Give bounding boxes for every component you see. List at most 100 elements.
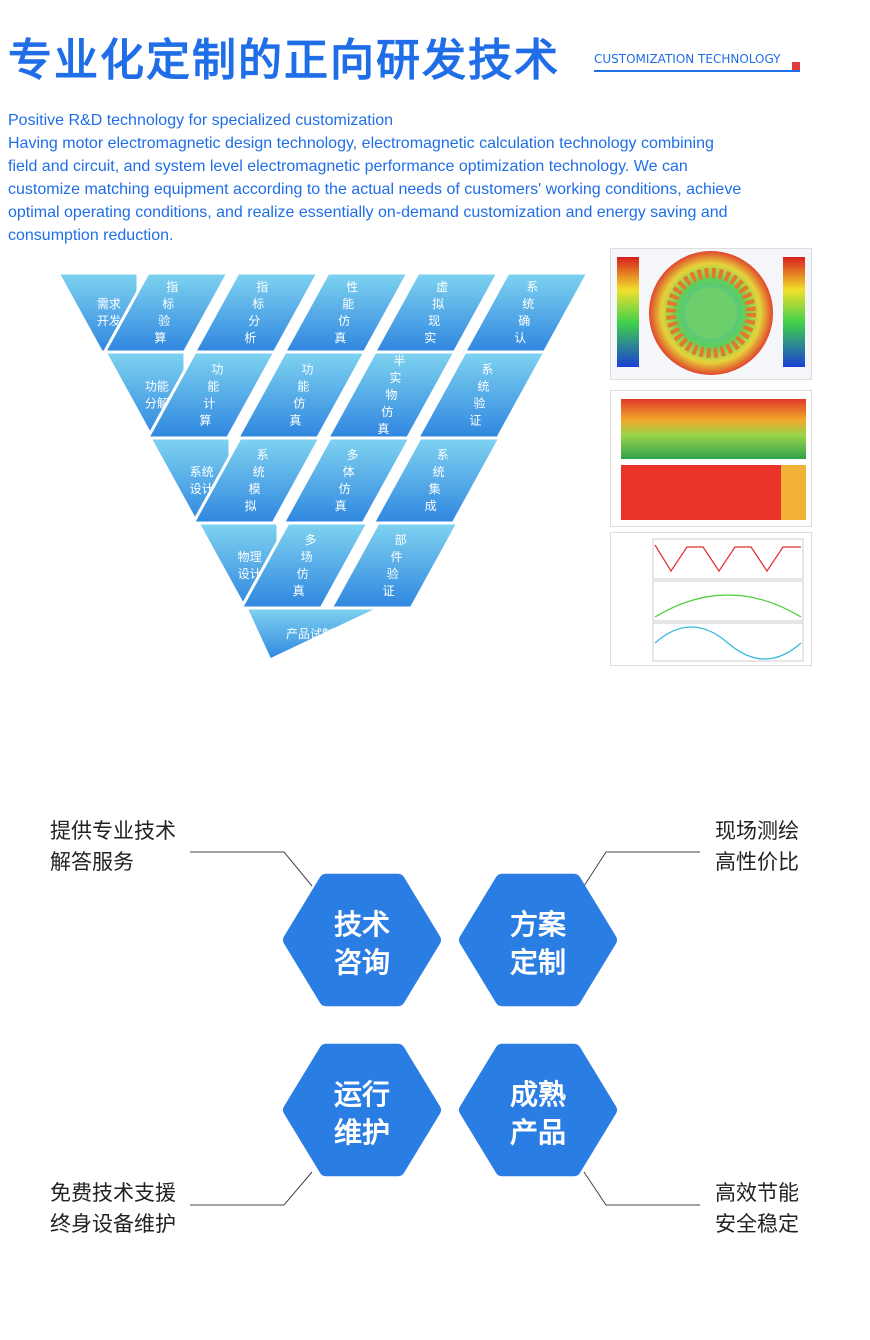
description-line: field and circuit, and system level elec… — [8, 158, 688, 175]
v-step-label: 算 — [199, 413, 211, 428]
v-step-label: 系 — [437, 448, 449, 462]
v-step-label: 仿 — [293, 397, 305, 411]
service-hexagon — [283, 873, 441, 1007]
v-step-label: 统 — [522, 297, 534, 311]
v-step-label: 真 — [289, 414, 301, 428]
service-label-mature-products: 高效节能 安全稳定 — [715, 1181, 799, 1236]
v-step-label: 物 — [385, 388, 397, 402]
connector-line — [190, 851, 313, 887]
v-step-label: 件 — [391, 550, 403, 564]
service-label-solution-custom: 现场测绘 高性价比 — [715, 819, 799, 874]
v-step-label: 功 — [301, 363, 313, 377]
v-step-label: 分解 — [145, 397, 169, 411]
waveform-plot-image — [610, 532, 812, 666]
v-step-label: 证 — [469, 414, 481, 428]
v-step-label: 验 — [473, 396, 485, 411]
v-step-label: 算 — [154, 330, 166, 345]
v-step-label: 设计 — [190, 482, 214, 496]
v-step-label: 标 — [252, 297, 264, 311]
v-step-label: 真 — [335, 499, 347, 513]
v-step-label: 系 — [481, 363, 493, 377]
v-step-label: 统 — [253, 465, 265, 479]
v-step-label: 拟 — [432, 297, 444, 311]
service-label-tech-consulting: 提供专业技术 解答服务 — [50, 819, 176, 874]
v-step-label: 集 — [429, 481, 441, 496]
v-step-label: 物理 — [238, 550, 262, 564]
v-step-label: 拟 — [245, 499, 257, 513]
v-step-label: 能 — [207, 380, 219, 394]
tag-underline — [594, 70, 800, 72]
service-label-maintenance: 免费技术支援 终身设备维护 — [50, 1181, 176, 1236]
description-line: customize matching equipment according t… — [8, 181, 742, 198]
v-step-label: 实 — [389, 370, 401, 385]
v-step-label: 真 — [377, 422, 389, 436]
v-step-label: 仿 — [381, 405, 393, 419]
v-step-label: 统 — [433, 465, 445, 479]
v-step-label: 指 — [166, 279, 178, 294]
service-hex-line1: 技术 — [334, 908, 390, 941]
v-step-label: 需求 — [97, 297, 121, 311]
connector-line — [583, 851, 700, 887]
v-step-label: 实 — [424, 330, 436, 345]
v-step-label: 现 — [428, 314, 440, 328]
v-step-label: 场 — [301, 550, 313, 564]
v-step-label: 成 — [425, 499, 437, 513]
page-title: 专业化定制的正向研发技术 — [8, 35, 560, 86]
v-step-label: 真 — [293, 584, 305, 598]
service-hex-line1: 运行 — [334, 1078, 390, 1111]
connector-line — [190, 1171, 313, 1206]
service-hex-line1: 成熟 — [510, 1078, 566, 1111]
v-step-label: 系 — [257, 448, 269, 462]
v-step-label: 能 — [342, 297, 354, 311]
v-model-diagram: 需求开发指标验算指标分析性能仿真虚拟现实系统确认功能分解功能计算功能仿真半实物仿… — [55, 271, 591, 663]
v-step-label: 系 — [526, 280, 538, 294]
v-step-label: 模 — [249, 482, 261, 496]
section-tag: CUSTOMIZATION TECHNOLOGY — [594, 52, 781, 66]
v-step-label: 统 — [477, 380, 489, 394]
service-hex-line2: 咨询 — [334, 946, 390, 979]
v-step-label: 仿 — [338, 314, 350, 328]
service-hex-line2: 定制 — [510, 946, 566, 979]
v-step-label: 确 — [518, 314, 530, 328]
service-hexagon — [283, 1043, 441, 1177]
service-hexagon — [459, 1043, 617, 1177]
service-hex-line1: 方案 — [510, 908, 567, 941]
v-step-label: 验 — [158, 313, 170, 328]
v-step-label: 仿 — [339, 482, 351, 496]
description-line: consumption reduction. — [8, 227, 174, 244]
v-step-label: 系统 — [190, 465, 214, 479]
connector-line — [583, 1171, 700, 1206]
v-step-label: 证 — [383, 584, 395, 598]
v-step-label: 体 — [343, 465, 355, 479]
motor-flux-simulation-image — [610, 248, 812, 380]
v-step-label: 仿 — [297, 567, 309, 581]
description: Positive R&D technology for specialized … — [8, 109, 858, 247]
service-hexagon — [459, 873, 617, 1007]
v-step-label: 产品试制 — [286, 626, 334, 641]
v-step-label: 功 — [211, 363, 223, 377]
v-step-label: 能 — [297, 380, 309, 394]
description-line: optimal operating conditions, and realiz… — [8, 204, 728, 221]
v-step-label: 多 — [305, 533, 317, 547]
v-step-label: 指 — [256, 279, 268, 294]
v-step-label: 开发 — [97, 313, 121, 328]
v-step-label: 认 — [514, 331, 526, 345]
v-step-label: 验 — [387, 566, 399, 581]
v-step-label: 多 — [347, 448, 359, 462]
v-step-label: 分 — [248, 314, 260, 328]
v-step-label: 功能 — [145, 380, 169, 394]
v-step-label: 性 — [346, 280, 358, 294]
v-step-4-3 — [328, 521, 461, 610]
v-step-label: 标 — [162, 297, 174, 311]
v-step-label: 虚 — [436, 280, 448, 294]
service-hex-line2: 维护 — [334, 1116, 390, 1149]
service-hex-line2: 产品 — [510, 1116, 566, 1149]
description-line: Having motor electromagnetic design tech… — [8, 135, 714, 152]
v-step-5-1 — [243, 606, 381, 663]
v-step-label: 部 — [395, 532, 407, 547]
v-step-label: 半 — [393, 354, 405, 368]
tag-red-square — [792, 62, 800, 70]
description-line: Positive R&D technology for specialized … — [8, 112, 394, 129]
v-step-label: 设计 — [238, 567, 262, 581]
